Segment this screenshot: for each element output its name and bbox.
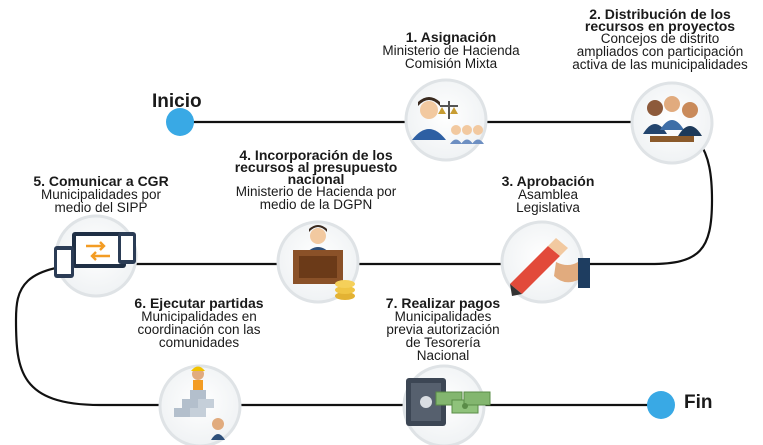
step-2-title-line-1: 2. Distribución de los [589,6,731,22]
start-point [166,108,194,136]
step-6-line-3: comunidades [158,335,240,350]
step-7-line-2: previa autorización [386,322,500,337]
end-label: Fin [684,392,713,413]
step-7-title: 7. Realizar pagos [385,295,501,311]
step-1-line-2: Comisión Mixta [404,56,498,71]
pen-signature-icon [500,220,590,304]
step-6-text: 6. Ejecutar partidas Municipalidades en … [114,296,284,349]
step-4-line-1: Ministerio de Hacienda por [235,184,397,199]
step-7-line-3: de Tesorería [405,335,481,350]
step-2-line-3: activa de las municipalidades [572,57,748,72]
step-4-title-line-2: recursos al presupuesto [234,159,398,175]
safe-money-icon [402,364,491,445]
step-3-line-2: Legislativa [516,200,580,215]
step-6-line-2: coordinación con las [137,322,261,337]
step-7-text: 7. Realizar pagos Municipalidades previa… [358,296,528,362]
officials-meeting-icon [404,78,488,162]
step-3-title: 3. Aprobación [501,173,595,189]
step-6-line-1: Municipalidades en [141,309,257,324]
end-point [647,391,675,419]
construction-workers-icon [158,364,242,445]
step-5-line-1: Municipalidades por [40,187,162,202]
step-5-title: 5. Comunicar a CGR [33,173,169,189]
step-1-title: 1. Asignación [405,29,497,45]
step-5-text: 5. Comunicar a CGR Municipalidades por m… [16,174,186,214]
step-5-line-2: medio del SIPP [54,200,148,215]
step-4-title-line-3: nacional [287,171,345,187]
treasury-official-icon [276,220,360,304]
step-3-line-1: Asamblea [517,187,579,202]
step-2-line-2: ampliados con participación [576,44,744,59]
step-4-text: 4. Incorporación de los recursos al pres… [200,147,432,212]
devices-transfer-icon [54,214,138,298]
step-4-title-line-1: 4. Incorporación de los [239,147,393,163]
start-label: Inicio [152,91,202,112]
step-1-text: 1. Asignación Ministerio de Hacienda Com… [366,30,536,70]
step-2-title-line-2: recursos en proyectos [584,18,736,34]
community-meeting-icon [630,81,714,165]
step-1-line-1: Ministerio de Hacienda [382,43,520,58]
step-4-line-2: medio de la DGPN [259,197,373,212]
step-7-line-4: Nacional [416,348,470,363]
step-2-text: 2. Distribución de los recursos en proye… [557,6,763,72]
step-2-line-1: Concejos de distrito [600,31,720,46]
step-6-title: 6. Ejecutar partidas [134,295,264,311]
step-7-line-1: Municipalidades [394,309,492,324]
step-3-text: 3. Aprobación Asamblea Legislativa [478,174,618,214]
